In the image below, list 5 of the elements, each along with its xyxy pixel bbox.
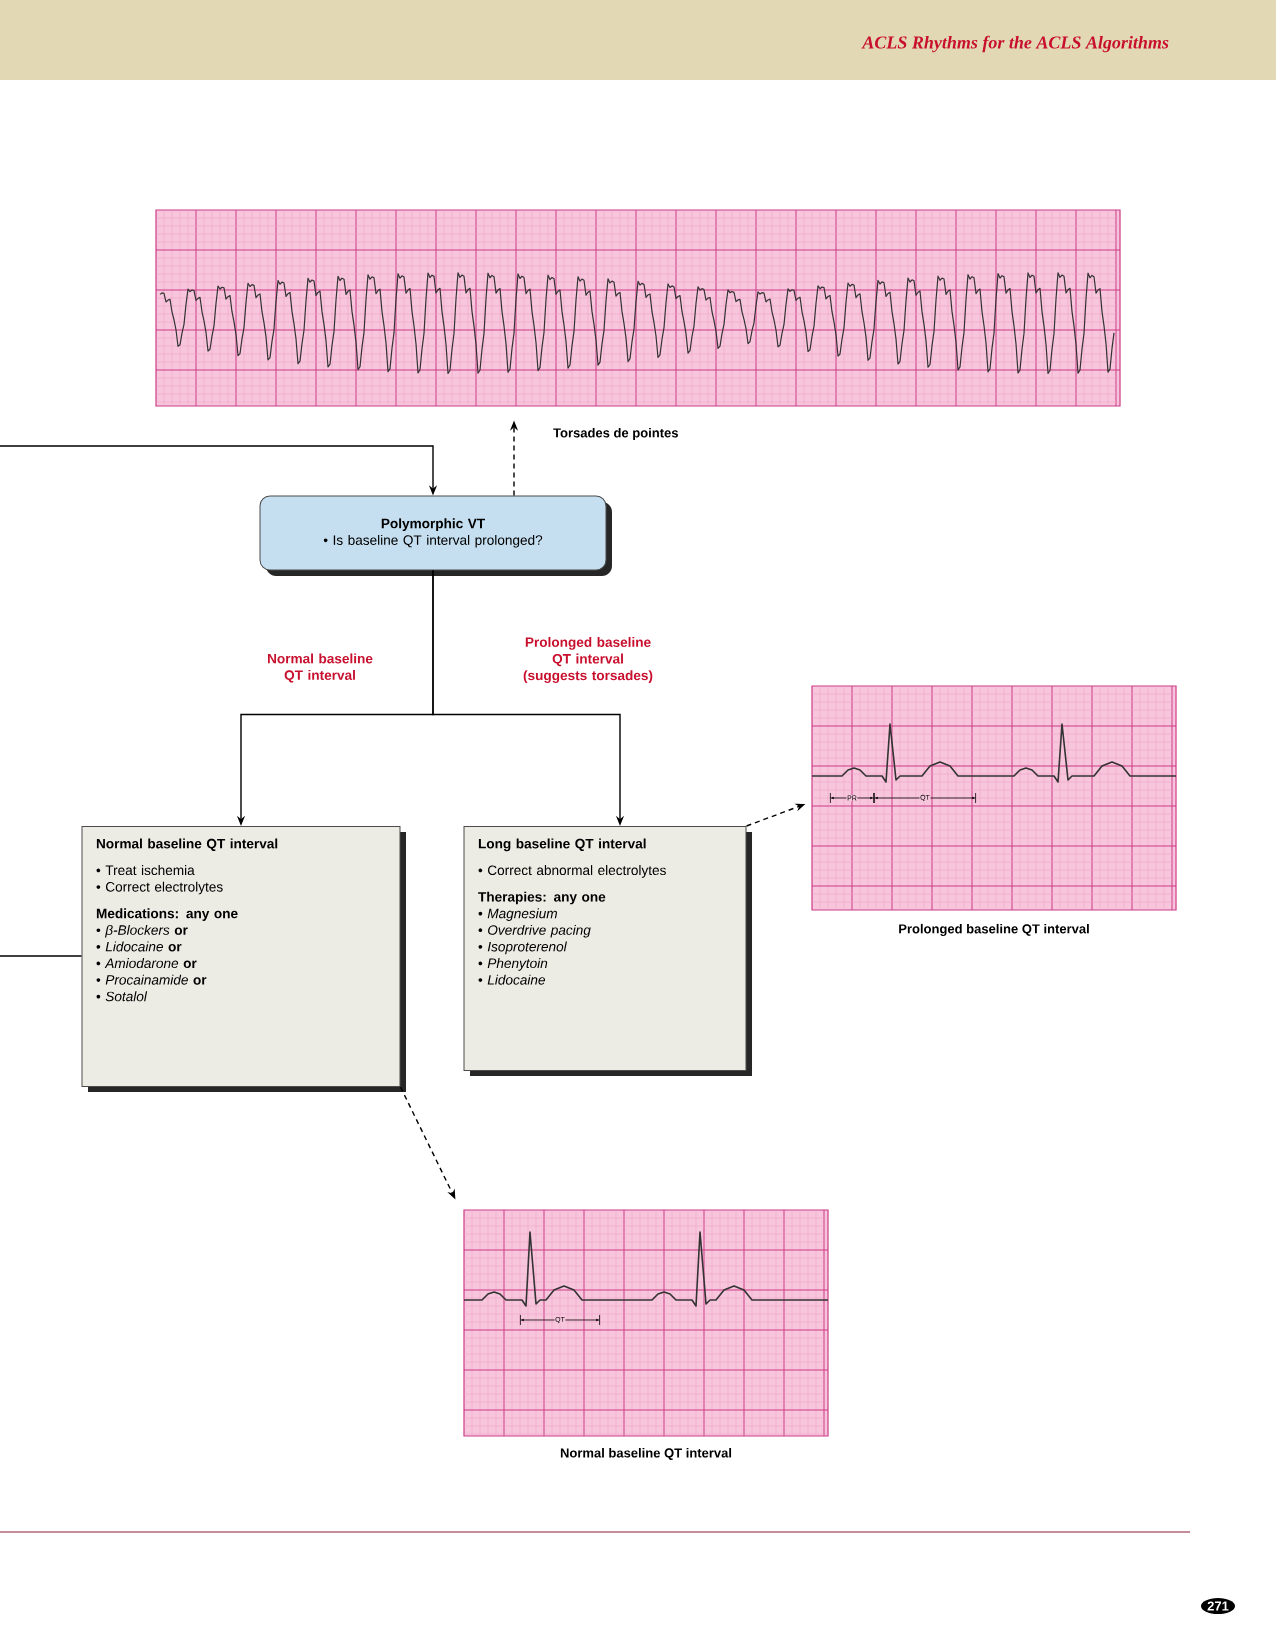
ecg-strip-drawing	[811, 685, 1177, 911]
ecg-strip-drawing	[463, 1209, 829, 1437]
ecg-strip-drawing	[155, 209, 1121, 407]
page-title: ACLS Rhythms for the ACLS Algorithms	[861, 35, 1169, 53]
connector-line	[0, 955, 83, 957]
